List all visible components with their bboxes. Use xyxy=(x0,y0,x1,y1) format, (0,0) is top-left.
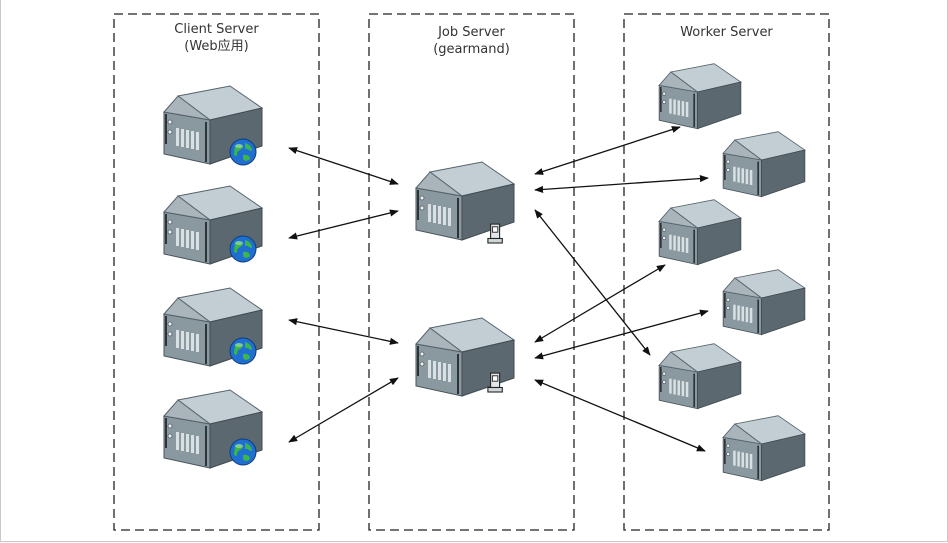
globe-icon xyxy=(229,438,257,466)
arrow xyxy=(534,209,651,356)
client-server-1 xyxy=(163,85,263,166)
job-server-2 xyxy=(415,317,515,397)
client-server-column xyxy=(113,13,320,531)
worker-server-header: Worker Server xyxy=(624,24,829,41)
globe-icon xyxy=(229,138,257,166)
arrow xyxy=(288,209,399,240)
worker-server-5 xyxy=(658,342,742,410)
arrow xyxy=(534,174,709,194)
worker-server-4 xyxy=(722,268,806,336)
arrow xyxy=(534,126,681,175)
worker-server-2 xyxy=(722,130,806,198)
arrow xyxy=(534,379,706,452)
client-server-header: Client Server (Web应用) xyxy=(114,21,319,55)
globe-icon xyxy=(229,337,257,365)
job-server-1 xyxy=(415,161,515,244)
job-server-header: Job Server (gearmand) xyxy=(369,24,574,58)
job-server-subtitle: (gearmand) xyxy=(433,42,510,57)
job-server-title: Job Server xyxy=(438,25,505,40)
arrow xyxy=(534,309,709,360)
arrow xyxy=(288,377,399,443)
client-server-3 xyxy=(163,287,263,367)
worker-server-title: Worker Server xyxy=(680,25,773,40)
arrow xyxy=(288,318,399,345)
client-server-4 xyxy=(163,389,263,469)
globe-icon xyxy=(229,235,257,263)
worker-server-3 xyxy=(658,198,742,266)
client-server-subtitle: (Web应用) xyxy=(184,39,249,54)
client-server-2 xyxy=(163,185,263,265)
worker-server-6 xyxy=(722,414,806,482)
arrow xyxy=(534,264,666,343)
job-server-column xyxy=(368,13,575,531)
client-job-arrows xyxy=(288,147,399,443)
job-worker-arrows xyxy=(534,126,709,452)
worker-server-1 xyxy=(658,62,742,130)
arrow xyxy=(288,147,399,185)
client-server-title: Client Server xyxy=(174,22,259,37)
